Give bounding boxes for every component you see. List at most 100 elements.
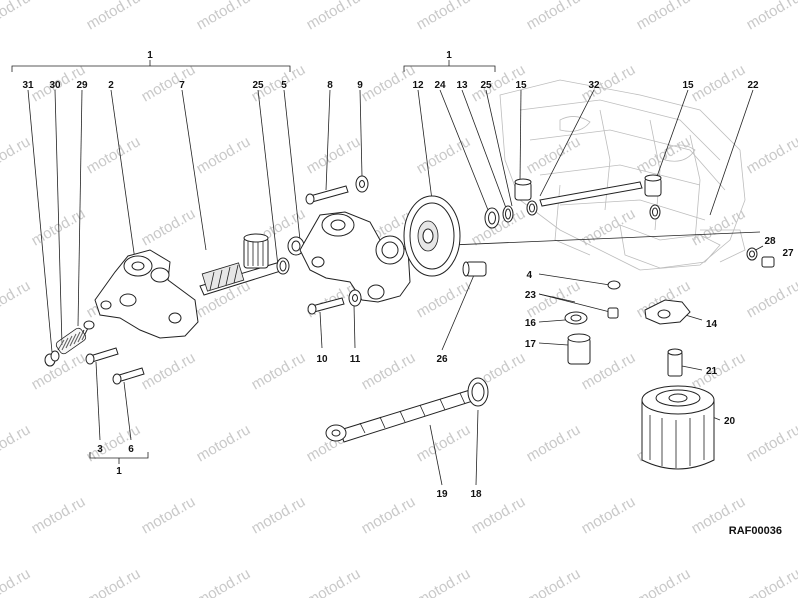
watermark-text: motod.ru: [29, 493, 89, 537]
watermark-text: motod.ru: [744, 0, 798, 33]
watermark-text: motod.ru: [0, 133, 33, 177]
watermark-text: motod.ru: [304, 133, 364, 177]
watermark-text: motod.ru: [84, 133, 144, 177]
diagram-code: RAF00036: [729, 525, 782, 537]
watermark-text: motod.ru: [744, 277, 798, 321]
watermark-text: motod.ru: [84, 421, 144, 465]
watermark-text: motod.ru: [304, 0, 364, 33]
callout-23: 23: [525, 290, 537, 301]
watermark-text: motod.ru: [414, 565, 474, 598]
washer-4: [607, 280, 621, 290]
callout-7: 7: [179, 80, 185, 91]
watermark-text: motod.ru: [139, 349, 199, 393]
callout-20: 20: [724, 416, 736, 427]
washer-30: [50, 350, 60, 362]
callout-25b: 25: [480, 80, 492, 91]
callout-15a: 15: [515, 80, 527, 91]
watermark-text: motod.ru: [414, 277, 474, 321]
callout-9: 9: [357, 80, 363, 91]
nipple-21: [667, 351, 683, 377]
watermark-text: motod.ru: [0, 277, 33, 321]
watermark-text: motod.ru: [414, 133, 474, 177]
watermark-text: motod.ru: [689, 349, 749, 393]
callout-1-mid: 1: [446, 50, 452, 61]
watermark-text: motod.ru: [249, 493, 309, 537]
callout-8: 8: [327, 80, 333, 91]
callout-2: 2: [108, 80, 114, 91]
callout-labels: 1 1 1 31 30 29 2 7 25 5 8 9 12 24 13 25 …: [22, 50, 794, 537]
watermark-text: motod.ru: [744, 133, 798, 177]
watermark-text: motod.ru: [139, 61, 199, 105]
driven-gear: [403, 195, 461, 277]
watermark-text: motod.ru: [194, 421, 254, 465]
callout-22: 22: [747, 80, 759, 91]
callout-3: 3: [97, 444, 103, 455]
callout-12: 12: [412, 80, 424, 91]
watermark-text: motod.ru: [689, 61, 749, 105]
screw-23: [607, 307, 619, 319]
watermark-text: motod.ru: [194, 133, 254, 177]
watermark-text: motod.ru: [249, 349, 309, 393]
watermark-text: motod.ru: [634, 565, 694, 598]
watermark-text: motod.ru: [524, 0, 584, 33]
callout-28: 28: [764, 236, 776, 247]
callout-13: 13: [456, 80, 468, 91]
watermark-text: motod.ru: [524, 565, 584, 598]
callout-30: 30: [49, 80, 61, 91]
shaft-32: [539, 181, 643, 207]
watermark-text: motod.ru: [84, 0, 144, 33]
watermark-text: motod.ru: [359, 61, 419, 105]
watermark-text: motod.ru: [359, 349, 419, 393]
watermark-text: motod.ru: [0, 0, 33, 33]
callout-16: 16: [525, 318, 537, 329]
callout-31: 31: [22, 80, 34, 91]
plug-27: [761, 256, 775, 268]
callout-6: 6: [128, 444, 134, 455]
bolt-8: [309, 185, 349, 203]
watermark-text: motod.ru: [579, 205, 639, 249]
callout-14: 14: [706, 319, 718, 330]
watermark-text: motod.ru: [359, 493, 419, 537]
callout-24: 24: [434, 80, 446, 91]
relief-spring: [57, 327, 89, 351]
callout-19: 19: [436, 489, 448, 500]
watermark-text: motod.ru: [0, 565, 33, 598]
callout-26: 26: [436, 354, 448, 365]
watermark-text: motod.ru: [194, 0, 254, 33]
callout-4: 4: [526, 270, 532, 281]
watermark-text: motod.ru: [84, 565, 144, 598]
watermark-text: motod.ru: [304, 565, 364, 598]
parts: [44, 174, 775, 470]
watermark-text: motod.ru: [139, 493, 199, 537]
watermark-text: motod.ru: [0, 421, 33, 465]
watermark-text: motod.ru: [524, 421, 584, 465]
callout-1-left: 1: [147, 50, 153, 61]
watermark-text: motod.ru: [744, 421, 798, 465]
watermark-text: motod.ru: [414, 0, 474, 33]
watermark-text: motod.ru: [744, 565, 798, 598]
callout-10: 10: [316, 354, 328, 365]
relief-plug: [83, 320, 95, 330]
callout-1-bottom: 1: [116, 466, 122, 477]
callout-32: 32: [588, 80, 600, 91]
callout-25a: 25: [252, 80, 264, 91]
watermark-text: motod.ru: [194, 565, 254, 598]
callout-17: 17: [525, 339, 537, 350]
watermark-text: motod.ru: [634, 0, 694, 33]
callout-18: 18: [470, 489, 482, 500]
watermark-text: motod.ru: [414, 421, 474, 465]
callout-5: 5: [281, 80, 287, 91]
pump-body: [299, 211, 411, 303]
oil-strainer: [325, 389, 477, 443]
watermark-text: motod.ru: [579, 493, 639, 537]
engine-block-outline: [499, 79, 746, 271]
callout-27: 27: [782, 248, 794, 259]
callout-11: 11: [350, 354, 361, 365]
oil-filter: [641, 385, 715, 470]
callout-15b: 15: [682, 80, 694, 91]
watermark-text: motod.ru: [139, 205, 199, 249]
callout-21: 21: [706, 366, 718, 377]
callout-29: 29: [76, 80, 88, 91]
shaft-gear-teeth: [201, 262, 245, 292]
